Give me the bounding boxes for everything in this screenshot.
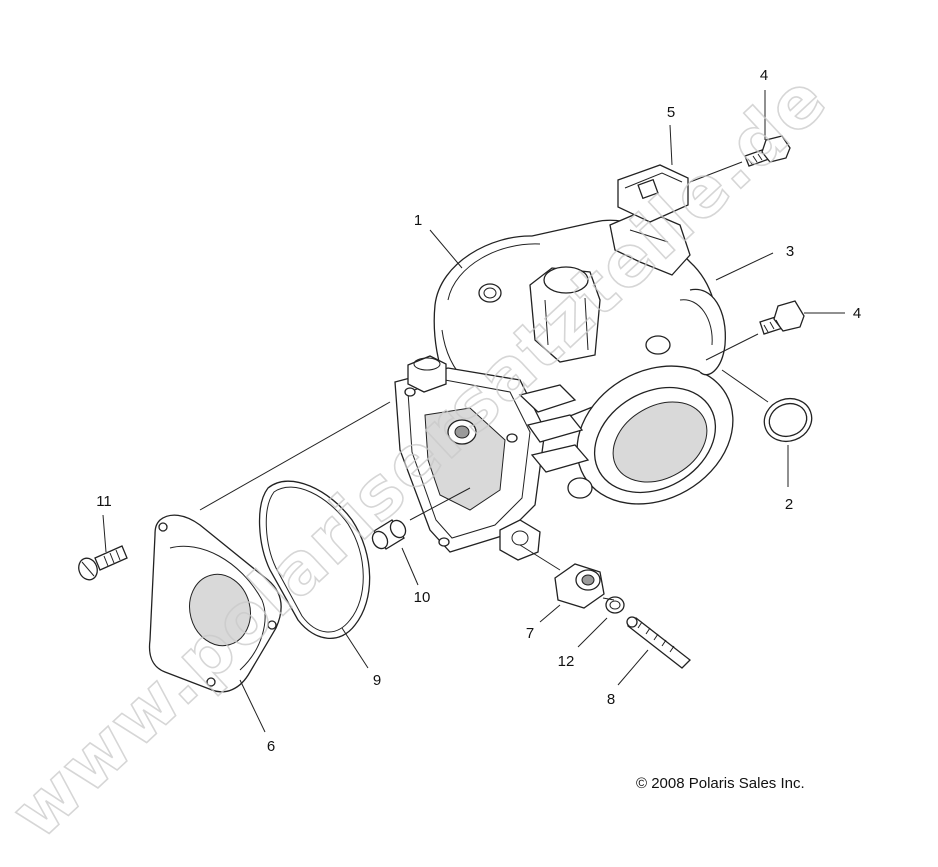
callout-9: 9 — [373, 672, 381, 689]
flange-screw-part[interactable] — [744, 135, 791, 167]
callout-4-top: 4 — [760, 67, 768, 84]
adjusting-screw-part[interactable] — [626, 616, 691, 669]
cover-gasket-part[interactable] — [258, 480, 371, 640]
callout-3: 3 — [786, 243, 794, 260]
callout-5: 5 — [667, 104, 675, 121]
callout-11: 11 — [96, 493, 112, 510]
cover-screw-part[interactable] — [76, 545, 128, 582]
callout-12: 12 — [558, 653, 575, 670]
sensor-connector-part[interactable] — [617, 164, 689, 223]
o-ring-part[interactable] — [758, 392, 817, 448]
bushing-part[interactable] — [554, 563, 605, 609]
callout-8: 8 — [607, 691, 615, 708]
cover-plate-part[interactable] — [148, 514, 282, 693]
callout-10: 10 — [414, 589, 431, 606]
copyright-notice: © 2008 Polaris Sales Inc. — [636, 775, 805, 792]
callout-6: 6 — [267, 738, 275, 755]
callout-2: 2 — [785, 496, 793, 513]
small-o-ring-part[interactable] — [605, 596, 625, 614]
flange-screw-part[interactable] — [759, 300, 805, 335]
callout-4-right: 4 — [853, 305, 861, 322]
throttle-body-part[interactable] — [394, 164, 758, 561]
leader-lines — [102, 90, 845, 733]
callout-labels: 1 2 3 4 4 5 6 7 8 9 10 11 12 — [96, 67, 861, 755]
callout-7: 7 — [526, 625, 534, 642]
callout-1: 1 — [414, 212, 422, 229]
pin-part[interactable] — [369, 518, 408, 552]
